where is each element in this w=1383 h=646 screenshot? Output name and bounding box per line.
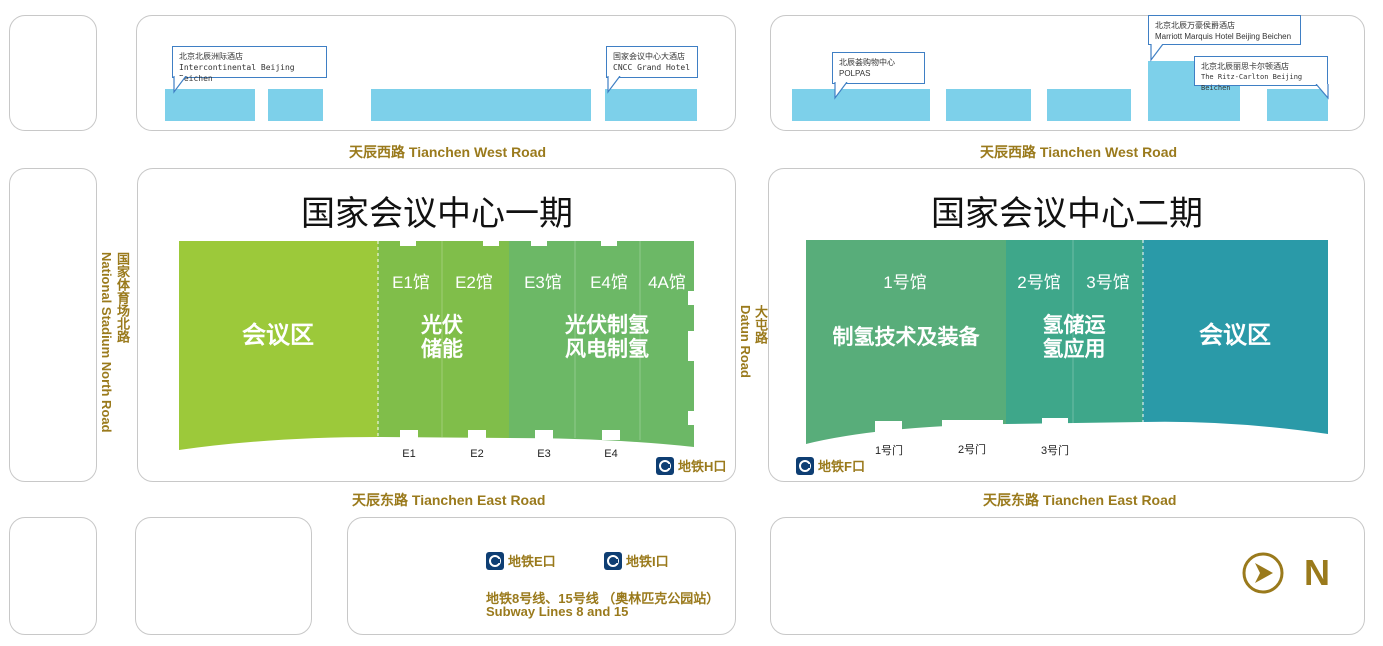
metro-exit-i[interactable]: 地铁I口 — [604, 551, 669, 570]
gate-3: 3号门 — [1040, 445, 1070, 457]
road-tianchen-west-left: 天辰西路 Tianchen West Road — [349, 144, 547, 160]
hotel-building-cncc-grand — [605, 89, 697, 121]
metro-exit-f[interactable]: 地铁F口 — [796, 456, 865, 475]
hall-e4: E4馆 — [590, 273, 628, 292]
zone-hydrogen-equipment: 制氢技术及装备 — [832, 326, 980, 349]
hall-3: 3号馆 — [1086, 273, 1130, 292]
zone-pv-storage-line1: 光伏 — [421, 314, 463, 337]
metro-exit-e[interactable]: 地铁E口 — [486, 551, 556, 570]
compass-icon — [1242, 552, 1284, 594]
road-stadium-north-en: National Stadium North Road — [99, 252, 114, 433]
hotel-building-polpas — [792, 89, 930, 121]
zone-pv-wind-line2: 风电制氢 — [565, 338, 649, 361]
block-bottom-left-corner — [9, 517, 97, 635]
phase2-meeting-zone: 会议区 — [1199, 322, 1271, 349]
metro-icon — [604, 551, 622, 570]
metro-icon — [486, 551, 504, 570]
hotel-building-5 — [946, 89, 1031, 121]
callout-polpas: 北辰荟购物中心 POLPAS — [832, 52, 925, 84]
road-tianchen-east-right: 天辰东路 Tianchen East Road — [983, 492, 1177, 508]
block-mid-left — [9, 168, 97, 482]
callout-cncc-grand: 国家会议中心大酒店 CNCC Grand Hotel — [606, 46, 698, 78]
gate-e1: E1 — [402, 448, 416, 460]
block-top-left-corner — [9, 15, 97, 131]
metro-exit-f-label: 地铁F口 — [818, 459, 865, 474]
callout-cn: 北京北辰万豪侯爵酒店 — [1155, 21, 1235, 30]
road-datun-cn: 大屯路 — [753, 305, 768, 344]
callout-ritz: 北京北辰丽思卡尔顿酒店 The Ritz-Carlton Beijing Bei… — [1194, 56, 1328, 92]
gate-2: 2号门 — [957, 444, 987, 456]
hotel-building-3 — [371, 89, 591, 121]
callout-cn: 北京北辰丽思卡尔顿酒店 — [1201, 62, 1289, 71]
zone-pv-storage: 光伏 储能 — [400, 314, 484, 362]
subway-lines-cn: 地铁8号线、15号线 （奥林匹克公园站） — [486, 591, 720, 606]
zone-h2-line2: 氢应用 — [1042, 338, 1106, 361]
gate-e2: E2 — [470, 448, 484, 460]
zone-hydrogen-storage-application: 氢储运 氢应用 — [1024, 314, 1124, 362]
metro-exit-h[interactable]: 地铁H口 — [656, 456, 726, 475]
road-tianchen-east-left: 天辰东路 Tianchen East Road — [352, 492, 546, 508]
hall-2: 2号馆 — [1017, 273, 1061, 292]
callout-cn: 国家会议中心大酒店 — [613, 52, 685, 61]
callout-pointer — [1315, 84, 1329, 100]
callout-cn: 北京北辰洲际酒店 — [179, 52, 243, 61]
block-bottom-1 — [135, 517, 312, 635]
callout-en: POLPAS — [839, 69, 871, 78]
callout-pointer — [1150, 44, 1164, 62]
block-bottom-subway — [347, 517, 736, 635]
zone-pv-wind-hydrogen: 光伏制氢 风电制氢 — [548, 314, 666, 362]
zone-pv-storage-line2: 储能 — [421, 338, 463, 361]
road-tianchen-west-right: 天辰西路 Tianchen West Road — [980, 144, 1178, 160]
subway-lines-en: Subway Lines 8 and 15 — [486, 604, 629, 619]
hotel-building-ritz — [1267, 89, 1328, 121]
metro-icon — [796, 456, 814, 475]
metro-exit-i-label: 地铁I口 — [626, 554, 669, 569]
hall-4a: 4A馆 — [648, 273, 686, 292]
metro-exit-h-label: 地铁H口 — [678, 459, 727, 474]
callout-pointer — [173, 76, 187, 94]
road-datun-en: Datun Road — [738, 305, 753, 378]
callout-en: The Ritz-Carlton Beijing Beichen — [1201, 73, 1303, 92]
gate-1: 1号门 — [874, 445, 904, 457]
zone-pv-wind-line1: 光伏制氢 — [565, 314, 649, 337]
compass-north-label: N — [1304, 552, 1330, 593]
metro-icon — [656, 456, 674, 475]
phase2-title: 国家会议中心二期 — [931, 195, 1203, 233]
callout-cn: 北辰荟购物中心 — [839, 58, 895, 67]
hall-e3: E3馆 — [524, 273, 562, 292]
phase1-title: 国家会议中心一期 — [301, 195, 573, 233]
callout-marriott: 北京北辰万豪侯爵酒店 Marriott Marquis Hotel Beijin… — [1148, 15, 1301, 45]
callout-intercontinental: 北京北辰洲际酒店 Intercontinental Beijing Beiche… — [172, 46, 327, 83]
hotel-building-6 — [1047, 89, 1131, 121]
phase1-meeting-zone: 会议区 — [242, 322, 314, 349]
hotel-building-2 — [268, 89, 323, 121]
callout-en: CNCC Grand Hotel — [613, 63, 691, 72]
gate-e4: E4 — [604, 448, 618, 460]
hotel-building-intercontinental — [165, 89, 255, 121]
hall-e2: E2馆 — [455, 273, 493, 292]
callout-en: Intercontinental Beijing Beichen — [179, 63, 295, 83]
hall-1: 1号馆 — [883, 273, 927, 292]
gate-e3: E3 — [537, 448, 551, 460]
callout-en: Marriott Marquis Hotel Beijing Beichen — [1155, 32, 1292, 41]
hall-e1: E1馆 — [392, 273, 430, 292]
callout-pointer — [607, 76, 621, 94]
callout-pointer — [834, 82, 848, 100]
zone-h2-line1: 氢储运 — [1042, 314, 1106, 337]
metro-exit-e-label: 地铁E口 — [508, 554, 556, 569]
road-stadium-north-cn: 国家体育场北路 — [115, 252, 130, 343]
